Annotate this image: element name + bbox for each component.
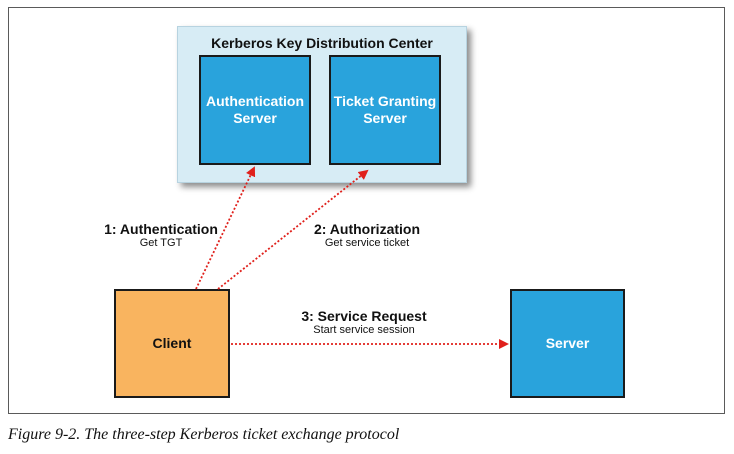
client-box: Client: [114, 289, 230, 398]
authentication-server-box: Authentication Server: [199, 55, 311, 165]
step-2-label: 2: Authorization Get service ticket: [305, 221, 429, 250]
step-2-subtitle: Get service ticket: [324, 237, 410, 249]
figure-caption: Figure 9-2. The three-step Kerberos tick…: [8, 426, 400, 443]
step-3-subtitle: Start service session: [313, 324, 415, 336]
step-2-title: 2: Authorization: [313, 221, 421, 237]
step-1-subtitle: Get TGT: [139, 237, 183, 249]
step-3-label: 3: Service Request Start service session: [294, 308, 434, 337]
kdc-title: Kerberos Key Distribution Center: [211, 35, 433, 51]
ticket-granting-server-box: Ticket Granting Server: [329, 55, 441, 165]
step-1-title: 1: Authentication: [104, 221, 218, 237]
step-3-title: 3: Service Request: [301, 308, 427, 324]
step-1-label: 1: Authentication Get TGT: [96, 221, 226, 250]
server-box: Server: [510, 289, 625, 398]
